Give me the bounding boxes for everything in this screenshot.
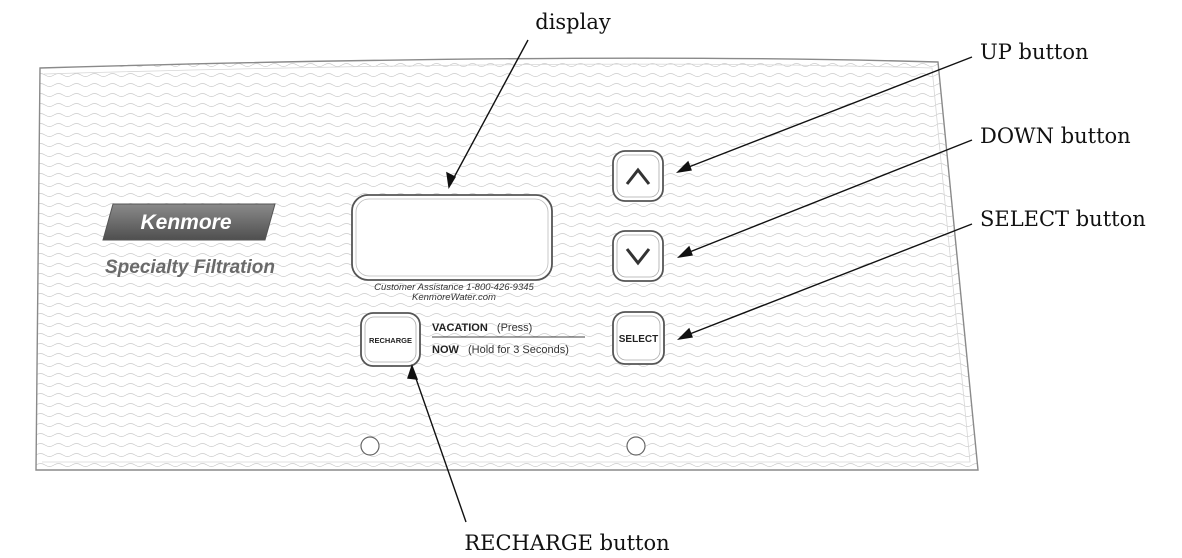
mounting-hole-left — [360, 436, 380, 456]
vacation-label: VACATION — [432, 322, 488, 334]
down-button-callout-label: DOWN button — [980, 124, 1131, 148]
down-button[interactable] — [612, 230, 664, 282]
vacation-hint: (Press) — [497, 322, 532, 334]
display-leader-arrow — [446, 39, 529, 190]
recharge-button[interactable]: RECHARGE — [360, 312, 421, 367]
recharge-button-label: RECHARGE — [369, 336, 412, 345]
up-button-leader-arrow — [675, 56, 973, 174]
display — [351, 194, 553, 281]
recharge-button-callout-label: RECHARGE button — [464, 531, 669, 555]
display-screen — [351, 194, 553, 281]
display-callout-label: display — [535, 10, 611, 34]
select-button-label: SELECT — [619, 334, 658, 345]
recharge-button-leader-arrow — [407, 363, 467, 523]
up-button[interactable] — [612, 150, 664, 202]
svg-text:NOW (Hold for 3 Seconds): NOW (Hold for 3 Seconds) — [432, 338, 569, 357]
up-button-callout-label: UP button — [980, 40, 1089, 64]
customer-assistance-text: Customer Assistance 1-800-426-9345 — [374, 282, 534, 293]
svg-text:VACATION (Press): VACATION (Press) — [432, 316, 532, 335]
select-button[interactable]: SELECT — [612, 311, 665, 365]
down-button-leader-arrow — [676, 139, 973, 259]
chevron-down-icon — [625, 248, 651, 266]
select-button-callout-label: SELECT button — [980, 207, 1146, 231]
recharge-mode-legend: VACATION (Press) NOW (Hold for 3 Seconds… — [432, 316, 585, 357]
website-text: KenmoreWater.com — [412, 292, 496, 303]
mounting-hole-right — [626, 436, 646, 456]
brand: Kenmore Specialty Filtration — [102, 203, 276, 278]
kenmore-logo-text: Kenmore — [140, 211, 231, 234]
now-hint: (Hold for 3 Seconds) — [468, 344, 569, 356]
kenmore-logo — [102, 203, 276, 241]
select-button-leader-arrow — [676, 223, 973, 341]
now-label: NOW — [432, 344, 460, 356]
brand-subtitle: Specialty Filtration — [105, 257, 275, 278]
panel-inner-edge — [42, 63, 971, 463]
display-screen-inner — [355, 198, 549, 277]
chevron-up-icon — [625, 167, 651, 185]
